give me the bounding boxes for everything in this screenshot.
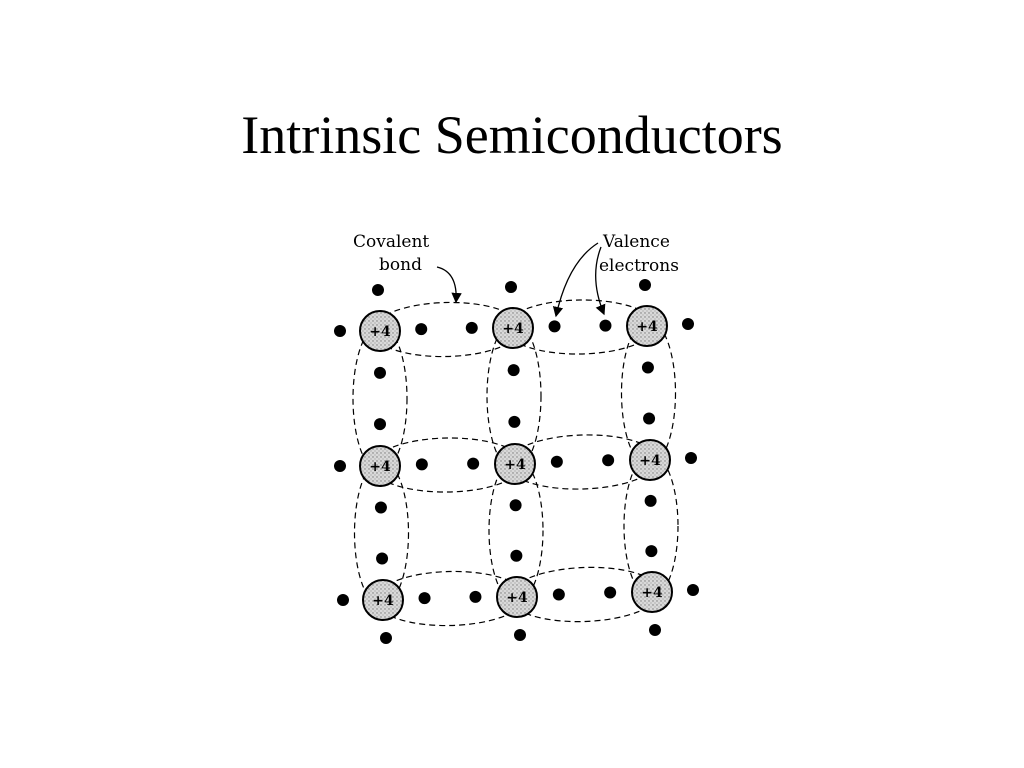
- atom-1-2: +4: [629, 439, 671, 481]
- electron-h-1-1-b: [602, 454, 615, 467]
- electron-edge-top-1: [505, 281, 517, 293]
- electron-h-0-0-b: [465, 321, 478, 334]
- atom-charge-label: +4: [369, 459, 391, 475]
- valence-electrons-label-line-2: electrons: [599, 256, 679, 276]
- electron-v-1-2-b: [645, 545, 658, 558]
- electron-v-0-0-a: [374, 366, 386, 379]
- electron-h-1-1-a: [550, 455, 563, 468]
- electron-edge-left-2: [337, 594, 349, 606]
- atom-0-2: +4: [626, 305, 668, 347]
- electron-edge-left-0: [334, 325, 346, 337]
- atom-charge-label: +4: [504, 457, 526, 473]
- atom-2-2: +4: [631, 571, 673, 613]
- atom-core: [629, 439, 671, 481]
- atom-2-0: +4: [362, 579, 404, 621]
- electron-v-1-2-a: [644, 494, 657, 507]
- atom-2-1: +4: [496, 576, 538, 618]
- atom-core: [494, 443, 536, 485]
- atom-core: [492, 307, 534, 349]
- electron-v-1-1-a: [509, 499, 522, 512]
- electron-h-2-1-a: [552, 588, 565, 601]
- electron-edge-bottom-2: [649, 624, 661, 636]
- electron-edge-top-2: [639, 279, 651, 291]
- atom-charge-label: +4: [506, 590, 528, 606]
- electron-h-2-0-b: [469, 590, 482, 603]
- electron-v-0-1-a: [507, 364, 520, 377]
- atom-core: [359, 310, 401, 352]
- electron-v-0-0-b: [374, 418, 386, 431]
- atoms: +4 +4 +4 +4 +4 +4 +4 +4 +4: [359, 305, 673, 621]
- atom-1-0: +4: [359, 445, 401, 487]
- valence-electrons: [334, 279, 699, 644]
- electron-v-1-0-a: [374, 501, 387, 514]
- electron-v-1-1-b: [510, 549, 523, 562]
- atom-0-1: +4: [492, 307, 534, 349]
- atom-core: [496, 576, 538, 618]
- atom-charge-label: +4: [636, 319, 658, 335]
- atom-core: [359, 445, 401, 487]
- atom-core: [362, 579, 404, 621]
- electron-v-0-2-b: [643, 412, 656, 425]
- electron-v-0-2-a: [641, 361, 654, 374]
- electron-edge-right-0: [682, 318, 694, 330]
- covalent-bond-label: Covalent bond: [353, 232, 462, 304]
- atom-1-1: +4: [494, 443, 536, 485]
- covalent-bond-label-line-2: bond: [379, 255, 422, 275]
- covalent-bond-arrow: [436, 266, 462, 304]
- valence-electrons-label: Valence electrons: [552, 232, 679, 318]
- atom-charge-label: +4: [369, 324, 391, 340]
- valence-electrons-label-line-1: Valence: [602, 232, 670, 252]
- electron-h-0-1-a: [548, 320, 561, 333]
- valence-electron-arrow-right: [595, 246, 606, 316]
- atom-charge-label: +4: [639, 453, 661, 469]
- electron-h-0-1-b: [599, 319, 612, 332]
- covalent-bond-label-line-1: Covalent: [353, 232, 429, 252]
- electron-v-1-0-b: [376, 552, 389, 565]
- slide-title: Intrinsic Semiconductors: [241, 105, 783, 165]
- atom-charge-label: +4: [372, 593, 394, 609]
- atom-0-0: +4: [359, 310, 401, 352]
- electron-h-2-1-b: [604, 586, 617, 599]
- electron-edge-top-0: [372, 284, 384, 296]
- electron-edge-right-2: [687, 584, 699, 596]
- atom-core: [626, 305, 668, 347]
- electron-v-0-1-b: [508, 415, 521, 428]
- electron-edge-bottom-1: [514, 629, 526, 641]
- electron-h-2-0-a: [418, 592, 431, 605]
- valence-electron-arrow-left: [552, 242, 599, 318]
- electron-h-1-0-b: [467, 457, 480, 470]
- electron-edge-bottom-0: [380, 632, 392, 644]
- atom-core: [631, 571, 673, 613]
- atom-charge-label: +4: [502, 321, 524, 337]
- electron-h-0-0-a: [415, 323, 428, 336]
- electron-edge-right-1: [685, 452, 697, 464]
- electron-edge-left-1: [334, 460, 346, 472]
- atom-charge-label: +4: [641, 585, 663, 601]
- electron-h-1-0-a: [415, 458, 428, 471]
